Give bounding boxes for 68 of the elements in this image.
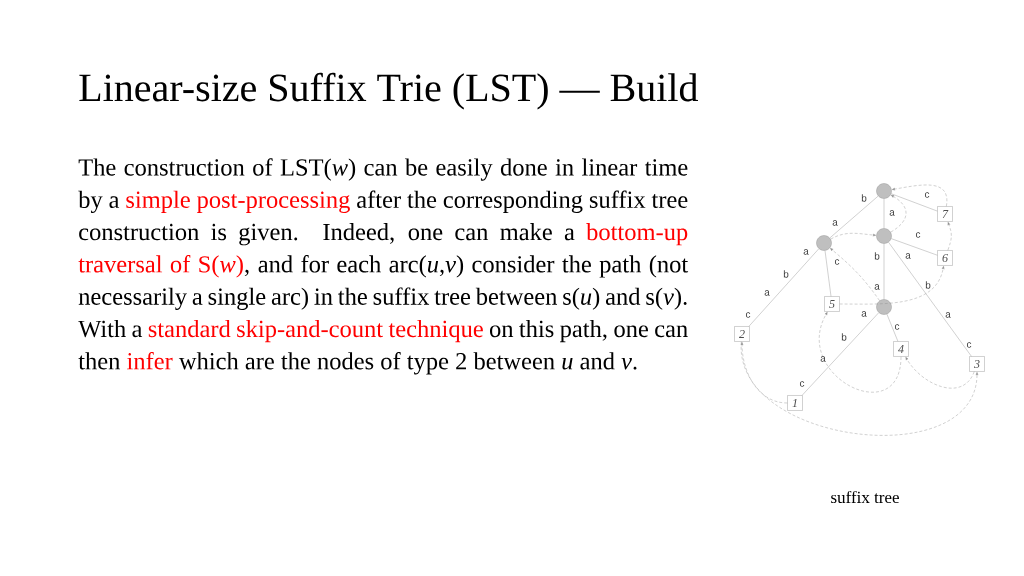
suffix-link-arrow [740, 342, 788, 404]
edge-letter: a [832, 220, 838, 226]
tree-node [876, 228, 892, 244]
caption: suffix tree [831, 490, 899, 504]
label: construction is given. Indeed, one can make a [79, 223, 575, 246]
tree-edge [886, 313, 899, 342]
edge-letter: a [803, 249, 809, 255]
label: , and for each arc(u,v) consider the path (not [244, 255, 689, 278]
label: on this path, one can [489, 319, 688, 343]
edge-letter: c [966, 342, 972, 348]
label: necessarily a single arc) in the suffix tree between s(u) and s(v). [78, 287, 687, 310]
label: by a [78, 190, 120, 214]
tree-edge [748, 248, 820, 327]
edge-letter: c [834, 259, 840, 265]
title: Linear-size Suffix Trie (LST) — Build [79, 72, 698, 110]
label: standard skip-and-count technique [148, 319, 483, 343]
tree-edge [824, 250, 832, 297]
edge-letter: a [905, 253, 911, 259]
edge-letter: c [745, 312, 751, 318]
tree-node [876, 183, 892, 199]
label: bottom-up [586, 223, 688, 246]
edge-letter: a [889, 210, 895, 216]
edge-letter: c [924, 192, 930, 198]
leaf-box: 6 [937, 250, 953, 266]
label: The construction of LST(w) can be easily done in linear time [78, 158, 688, 181]
edge-letter: a [874, 284, 880, 290]
edge-letter: c [915, 232, 921, 238]
tree-edge [891, 193, 938, 212]
label: infer [127, 351, 173, 370]
edge-letter: a [861, 311, 867, 317]
edge-letter: b [841, 333, 847, 341]
edge-letter: b [874, 252, 880, 260]
leaf-box: 7 [937, 206, 953, 222]
label: then [78, 352, 121, 370]
suffix-link-arrow [830, 233, 876, 240]
suffix-link-arrow [891, 184, 948, 207]
edge-letter: c [799, 381, 805, 387]
edge-letter: a [945, 312, 951, 318]
suffix-link-arrow [947, 222, 952, 251]
tree-node [816, 235, 832, 251]
suffix-link-arrow [741, 341, 979, 436]
leaf-box: 4 [893, 341, 909, 357]
leaf-box: 1 [787, 395, 803, 411]
edge-letter: a [820, 356, 826, 362]
tree-edge [829, 195, 879, 239]
tree-edge [801, 312, 879, 396]
edge-letter: b [861, 194, 867, 202]
edge-letter: a [764, 290, 770, 296]
suffix-link-arrow [890, 194, 907, 233]
edge-letter: b [925, 281, 931, 289]
suffix-link-arrow [839, 266, 945, 305]
tree-edge [888, 242, 972, 357]
label: traversal of S(w) [78, 255, 243, 278]
edge-letter: b [783, 270, 789, 278]
suffix-link-arrow [819, 312, 902, 393]
label: after the corresponding suffix tree [357, 190, 688, 214]
label: With a [78, 319, 143, 338]
paragraph: The construction of LST(w) can be easily done in linear time by a simple post-processing after the corresponding suffix tree construction is given. Indeed, one can make a bottom-up traversal of S(w), and for each arc(u,v) consider the path (not necessarily a single arc) in the suffix tree between s(u) and s(v). With a standard skip-and-count technique on this path, one can then infer which are the nodes of type 2 between u and v. [78, 158, 689, 375]
leaf-box: 3 [969, 356, 985, 372]
label: which are the nodes of type 2 between u and v. [178, 351, 637, 375]
edge-letter: c [894, 324, 900, 330]
tree-node [876, 299, 892, 315]
label: simple post-processing [126, 190, 350, 214]
leaf-box: 5 [824, 296, 840, 312]
suffix-link-arrow [830, 248, 880, 301]
suffix-link-arrow [905, 357, 975, 389]
leaf-box: 2 [734, 326, 750, 342]
tree-edge [891, 238, 938, 256]
